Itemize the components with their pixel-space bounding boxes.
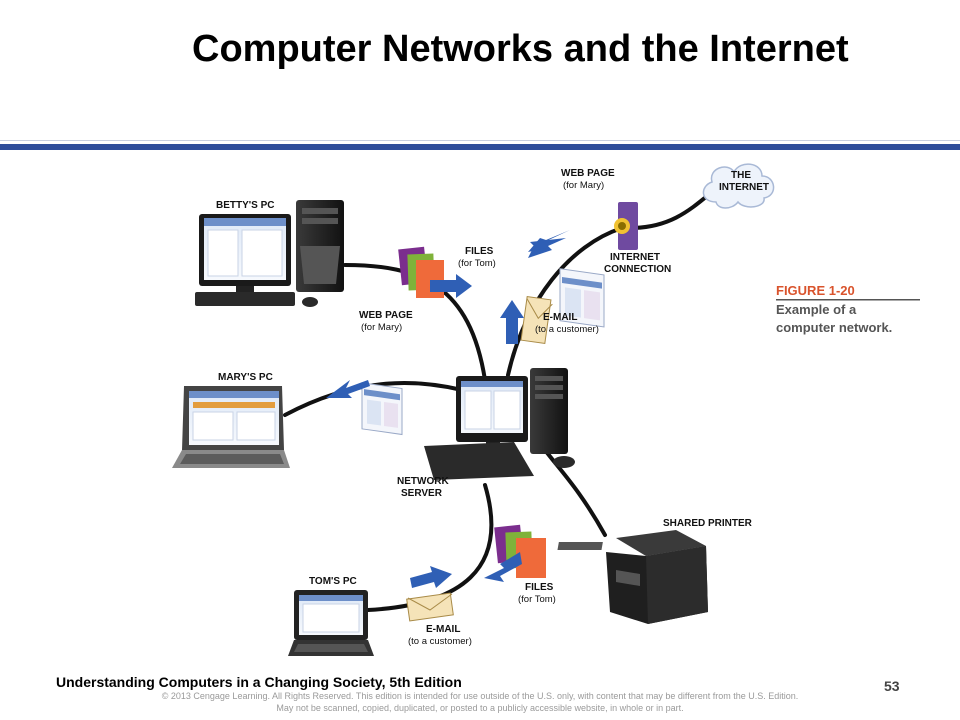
slide-title: Computer Networks and the Internet	[192, 28, 849, 70]
files-top-arrow	[430, 274, 472, 298]
toms-pc	[288, 590, 374, 656]
footer-book-title: Understanding Computers in a Changing So…	[56, 674, 462, 690]
internet-connection-label-line1: INTERNET	[610, 252, 660, 263]
email-bottom-icon	[406, 566, 454, 622]
cable-printer-server	[543, 448, 607, 537]
web-page-mid-icon	[326, 380, 403, 436]
bettys-pc-label: BETTY'S PC	[216, 200, 275, 211]
cable-internet-cloud	[628, 190, 714, 230]
files-bottom-sublabel: (for Tom)	[518, 594, 556, 605]
web-page-top-sublabel: (for Mary)	[563, 180, 604, 191]
files-top-sublabel: (for Tom)	[458, 258, 496, 269]
internet-connection-jack	[614, 202, 638, 250]
shared-printer	[557, 530, 708, 624]
bettys-pc	[195, 200, 344, 307]
marys-pc-label: MARY'S PC	[218, 372, 273, 383]
cable-mary-server	[283, 381, 464, 417]
web-page-mid-sublabel: (for Mary)	[361, 322, 402, 333]
figure-caption-line2: computer network.	[776, 320, 892, 335]
internet-label-line1: THE	[731, 170, 751, 181]
cable-tom-server	[366, 483, 494, 612]
web-page-top-label: WEB PAGE	[561, 168, 615, 179]
files-bottom-icon	[484, 524, 546, 582]
email-bottom-sublabel: (to a customer)	[408, 636, 472, 647]
network-diagram: BETTY'S PC FILES (for Tom) WEB PAGE (for…	[172, 163, 920, 656]
files-bottom-arrow	[484, 552, 522, 582]
marys-pc	[172, 386, 290, 468]
web-page-mid-label: WEB PAGE	[359, 310, 413, 321]
copyright-line2: May not be scanned, copied, duplicated, …	[276, 703, 684, 713]
cable-internet-server	[506, 226, 624, 377]
internet-connection-label-line2: CONNECTION	[604, 264, 671, 275]
figure-caption-line1: Example of a	[776, 302, 857, 317]
email-top-label: E-MAIL	[543, 312, 577, 323]
email-bottom-label: E-MAIL	[426, 624, 460, 635]
copyright-notice: © 2013 Cengage Learning. All Rights Rese…	[80, 690, 880, 714]
network-server-label-line2: SERVER	[401, 488, 443, 499]
files-top-label: FILES	[465, 246, 494, 257]
email-top-arrow	[500, 300, 524, 344]
internet-cloud-icon	[702, 163, 775, 209]
network-server	[424, 368, 575, 480]
email-top-sublabel: (to a customer)	[535, 324, 599, 335]
copyright-line1: © 2013 Cengage Learning. All Rights Rese…	[161, 691, 799, 701]
email-top-icon	[500, 295, 553, 345]
files-top-icon	[398, 246, 472, 298]
page-number: 53	[884, 678, 900, 694]
email-bottom-arrow	[410, 566, 452, 588]
web-page-mid-arrow	[326, 380, 370, 398]
internet-label-line2: INTERNET	[719, 182, 769, 193]
figure-number: FIGURE 1-20	[776, 283, 855, 298]
web-page-top-icon	[528, 230, 605, 328]
shared-printer-label: SHARED PRINTER	[663, 518, 753, 529]
network-server-label-line1: NETWORK	[397, 476, 449, 487]
title-rule	[0, 144, 960, 150]
figure-caption: FIGURE 1-20 Example of a computer networ…	[776, 283, 920, 335]
toms-pc-label: TOM'S PC	[309, 576, 357, 587]
title-rule-thin	[0, 140, 960, 141]
files-bottom-label: FILES	[525, 582, 554, 593]
